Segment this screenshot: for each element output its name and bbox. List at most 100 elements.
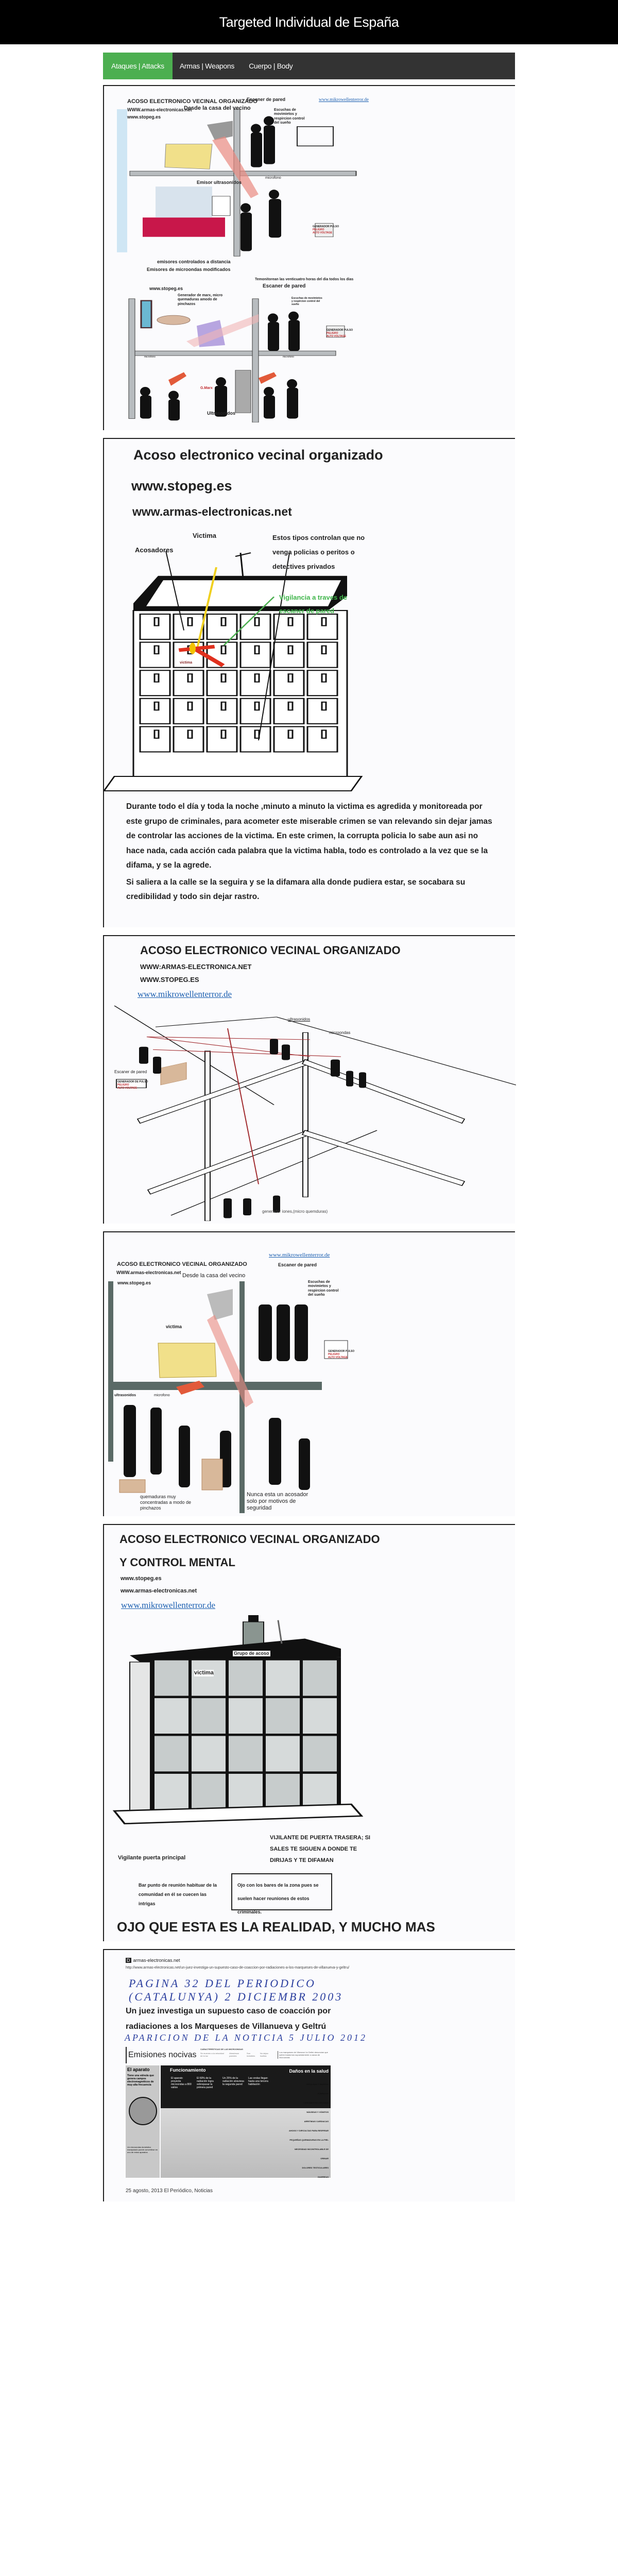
door bbox=[187, 617, 193, 626]
device-note: Un microondas doméstico manipulado puede… bbox=[127, 2146, 158, 2154]
label-victim: victima bbox=[166, 1324, 182, 1329]
building-room bbox=[192, 1660, 226, 1696]
door bbox=[187, 701, 193, 711]
title: Acoso electronico vecinal organizado bbox=[133, 447, 383, 463]
door bbox=[254, 673, 260, 683]
operation-step: El 60% de la radiación logra sobrepasar … bbox=[197, 2077, 214, 2089]
site-header: Targeted Individual de España bbox=[0, 0, 618, 44]
door bbox=[321, 701, 327, 711]
label-ultrasound: ultrasonidos bbox=[114, 1394, 136, 1397]
title: ACOSO ELECTRONICO VECINAL ORGANIZADO bbox=[119, 1533, 380, 1546]
subtitle: Y CONTROL MENTAL bbox=[119, 1556, 235, 1569]
device-image bbox=[128, 2097, 157, 2125]
characteristic: Atraviesan paredes bbox=[229, 2052, 239, 2057]
building-room bbox=[229, 1736, 263, 1772]
nav-item-weapons[interactable]: Armas | Weapons bbox=[179, 62, 235, 70]
illustration-structure-beams: ACOSO ELECTRONICO VECINAL ORGANIZADO WWW… bbox=[103, 935, 516, 1224]
illustration-mind-control-building: ACOSO ELECTRONICO VECINAL ORGANIZADO Y C… bbox=[103, 1524, 515, 1941]
building-room bbox=[229, 1660, 263, 1696]
warning-box: Ojo con los bares de la zona pues se sue… bbox=[231, 1873, 332, 1914]
website-label: www.stopeg.es bbox=[117, 1280, 151, 1285]
label-ultrasound: Ultrasonidos bbox=[207, 411, 236, 416]
label-back-door-watcher: VIJILANTE DE PUERTA TRASERA; SI SALES TE… bbox=[270, 1835, 370, 1863]
label-surveillance: Vigilancia a traves de escaner de pared bbox=[279, 594, 347, 615]
handwritten-note: APARICION DE LA NOTICIA 5 JULIO 2012 bbox=[125, 2032, 368, 2043]
label-marx-generator: Generador de marx, micro quemaduras amod… bbox=[178, 294, 223, 306]
door bbox=[153, 645, 160, 655]
building-room bbox=[303, 1773, 337, 1809]
characteristic: Se mueven a la velocidad de la luz bbox=[200, 2052, 224, 2057]
website-label: WWW:ARMAS-ELECTRONICA.NET bbox=[140, 963, 252, 971]
website-label: WWW.STOPEG.ES bbox=[140, 976, 199, 984]
website-link: www.mikrowellenterror.de bbox=[138, 989, 232, 999]
door bbox=[254, 645, 260, 655]
health-item: NECESIDAD INCONTROLABLE DE ORINAR bbox=[294, 2148, 329, 2160]
health-item: CEFALEAS Y MAREOS bbox=[306, 2083, 329, 2086]
characteristics-list: Se mueven a la velocidad de la luz Atravi… bbox=[200, 2052, 272, 2057]
label-listening: Escuchas de movimietos y respircion cont… bbox=[308, 1280, 339, 1297]
website-label: www.armas-electronicas.net bbox=[132, 505, 292, 518]
infographic-title: Emisiones nocivas bbox=[126, 2047, 197, 2063]
illustration-drawing bbox=[114, 1006, 516, 1221]
website-label: WWW.armas-electronicas.net bbox=[127, 107, 192, 112]
health-item: NÁUSEAS Y VÓMITOS bbox=[306, 2111, 329, 2113]
website-link: www.mikrowellenterror.de bbox=[269, 1252, 330, 1258]
paragraph: Durante todo el día y toda la noche ,min… bbox=[126, 802, 492, 870]
title: ACOSO ELECTRONICO VECINAL ORGANIZADO bbox=[117, 1261, 247, 1267]
building-room bbox=[192, 1698, 226, 1734]
website-label: www.stopeg.es bbox=[121, 1575, 162, 1582]
building-room bbox=[229, 1773, 263, 1809]
infographic: Emisiones nocivas CARACTERÍSTICAS DE LAS… bbox=[126, 2047, 332, 2181]
website-label: www.armas-electronicas.net bbox=[121, 1588, 197, 1594]
illustration-neighbor-harassment-1: ACOSO ELECTRONICO VECINAL ORGANIZADO WWW… bbox=[103, 85, 515, 430]
label-microwaves: microondas bbox=[329, 1030, 351, 1035]
description-text: Durante todo el día y toda la noche ,min… bbox=[126, 800, 497, 905]
building-room bbox=[154, 1660, 188, 1696]
door bbox=[287, 673, 294, 683]
illustration-drawing bbox=[112, 1615, 364, 1824]
illustration-drawing bbox=[108, 1281, 348, 1513]
door bbox=[254, 701, 260, 711]
building-room bbox=[273, 670, 305, 697]
health-item: AHOGO Y DIFICULTAD PARA RESPIRAR bbox=[288, 2129, 329, 2132]
nav-item-body[interactable]: Cuerpo | Body bbox=[249, 62, 293, 70]
label-microphone: microfono bbox=[265, 176, 281, 180]
label-bar: Bar punto de reunión habituar de la comu… bbox=[139, 1883, 217, 1906]
article-url[interactable]: http://www.armas-electronicas.net/un-jue… bbox=[126, 1966, 350, 1970]
label-listening: Escuchas de movimietos y respircion cont… bbox=[274, 108, 305, 125]
door bbox=[153, 701, 160, 711]
building-room bbox=[192, 1736, 226, 1772]
label-victim: Victima bbox=[193, 532, 217, 539]
health-item: LESIONES EN LOS OJOS bbox=[303, 2102, 329, 2104]
label-wall-scanner: Escaner de pared bbox=[278, 1262, 317, 1267]
operation-steps: El aparato proyecta microondas a 800 vat… bbox=[171, 2077, 274, 2089]
label-gmarx: G.Marx bbox=[200, 386, 213, 390]
health-item: ARRITMIAS CARDIACAS bbox=[304, 2120, 329, 2123]
label-from-neighbor: Desde la casa del vecino bbox=[182, 1273, 246, 1279]
device-panel: El aparato Tiene una válvula que genera … bbox=[126, 2065, 160, 2178]
site-title[interactable]: Targeted Individual de España bbox=[219, 14, 399, 30]
source-icon: D bbox=[126, 1958, 131, 1963]
illustration-drawing bbox=[104, 551, 363, 792]
nav-item-attacks[interactable]: Ataques | Attacks bbox=[103, 53, 173, 79]
paragraph: Si saliera a la calle se la seguira y se… bbox=[126, 877, 466, 902]
title: ACOSO ELECTRONICO VECINAL ORGANIZADO bbox=[140, 944, 401, 957]
label-never-alone: Nunca esta un acosador solo por motivos … bbox=[247, 1492, 308, 1512]
label-controllers: Estos tipos controlan que no venga polic… bbox=[272, 534, 365, 570]
headline: Un juez investiga un supuesto caso de co… bbox=[126, 2007, 331, 2031]
illustration-building-surveillance: Acoso electronico vecinal organizado www… bbox=[103, 438, 515, 927]
website-label: WWW.armas-electronicas.net bbox=[116, 1270, 181, 1275]
source-name[interactable]: armas-electronicas.net bbox=[133, 1958, 180, 1963]
characteristic: Son invisibles bbox=[247, 2052, 255, 2057]
label-front-door-watcher: Vigilante puerta principal bbox=[118, 1855, 186, 1861]
door bbox=[220, 701, 227, 711]
door bbox=[287, 645, 294, 655]
characteristics-title: CARACTERÍSTICAS DE LAS MICROONDAS bbox=[200, 2048, 243, 2050]
door bbox=[187, 730, 193, 739]
door bbox=[187, 673, 193, 683]
illustration-drawing bbox=[117, 109, 357, 422]
health-item: PEQUEÑAS QUEMADURAS EN LA PIEL bbox=[289, 2139, 329, 2141]
